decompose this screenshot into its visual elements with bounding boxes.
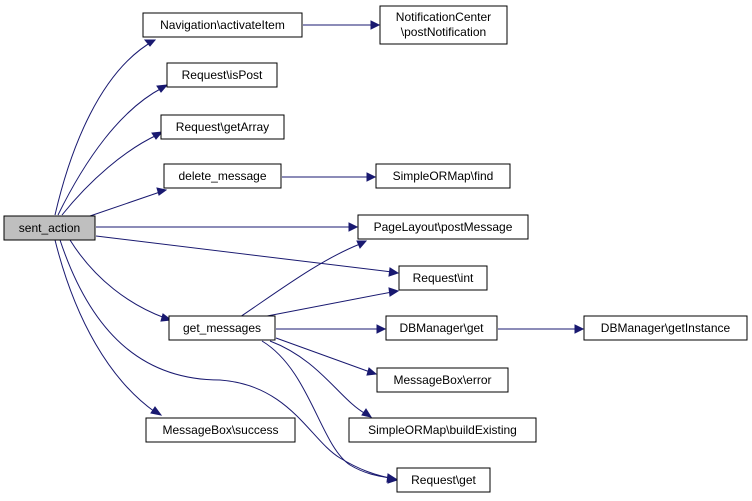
node-get-array[interactable]: Request\getArray [160,114,285,140]
arrow-post-message-2 [356,240,368,249]
edge-get-messages-to-msgbox-error [275,337,371,373]
edge-get-messages-to-request-int [261,291,393,318]
arrow-post-message [348,222,359,232]
node-orm-find-label: SimpleORMap\find [393,169,494,183]
arrow-msgbox-success [150,406,163,416]
node-db-get-instance[interactable]: DBManager\getInstance [583,315,748,341]
node-db-get[interactable]: DBManager\get [385,315,498,341]
node-db-get-instance-label: DBManager\getInstance [601,321,731,335]
node-get-messages-label: get_messages [183,321,261,335]
node-request-int[interactable]: Request\int [398,265,488,291]
node-post-notification-label-2: \postNotification [401,25,486,39]
node-db-get-label: DBManager\get [399,321,484,335]
node-build-existing-label: SimpleORMap\buildExisting [368,423,517,437]
node-post-notification[interactable]: NotificationCenter \postNotification [379,5,508,45]
node-get-array-label: Request\getArray [176,120,269,134]
edges [54,20,585,484]
node-build-existing[interactable]: SimpleORMap\buildExisting [348,417,537,443]
edge-get-messages-to-build-existing [269,340,367,415]
arrow-orm-find [366,172,377,182]
node-request-get[interactable]: Request\get [396,467,491,493]
edge-sent-action-to-request-int [95,235,393,273]
node-activate-item-label: Navigation\activateItem [160,18,285,32]
arrow-request-get-2 [386,473,398,483]
edge-sent-action-to-get-messages [69,239,166,319]
node-delete-message-label: delete_message [178,169,266,183]
node-msgbox-success-label: MessageBox\success [162,423,278,437]
node-is-post[interactable]: Request\isPost [166,62,278,88]
edge-get-messages-to-request-get [261,340,391,479]
edge-sent-action-to-activate-item [54,39,156,216]
node-is-post-label: Request\isPost [182,68,263,82]
node-post-notification-label-1: NotificationCenter [396,10,491,24]
node-msgbox-error[interactable]: MessageBox\error [376,367,509,393]
arrow-get-array [151,131,164,140]
edge-get-messages-to-post-message [239,243,361,318]
arrow-post-notification [370,20,381,30]
node-sent-action[interactable]: sent_action [3,215,96,241]
arrow-delete-message [156,187,168,196]
node-msgbox-error-label: MessageBox\error [393,373,491,387]
node-post-message-label: PageLayout\postMessage [374,220,513,234]
node-get-messages[interactable]: get_messages [168,315,276,341]
arrow-msgbox-error [366,367,378,376]
node-orm-find[interactable]: SimpleORMap\find [375,163,511,189]
node-request-get-label: Request\get [411,473,476,487]
edge-sent-action-to-is-post [57,87,163,216]
arrow-request-int-2 [388,287,400,297]
arrow-build-existing [361,408,373,418]
arrow-get-instance [574,324,585,334]
arrow-db-get [376,324,387,334]
arrow-activate-item [143,39,157,47]
node-activate-item[interactable]: Navigation\activateItem [142,12,303,38]
arrow-is-post [156,84,169,93]
edge-sent-action-to-request-get [59,239,391,479]
node-msgbox-success[interactable]: MessageBox\success [145,417,296,443]
node-post-message[interactable]: PageLayout\postMessage [357,214,529,240]
edge-sent-action-to-delete-message [89,191,161,217]
arrow-request-int [388,267,400,277]
node-request-int-label: Request\int [413,271,474,285]
edge-sent-action-to-get-array [61,134,158,216]
node-sent-action-label: sent_action [19,221,80,235]
edge-sent-action-to-msgbox-success [54,239,156,413]
node-delete-message[interactable]: delete_message [163,163,282,189]
